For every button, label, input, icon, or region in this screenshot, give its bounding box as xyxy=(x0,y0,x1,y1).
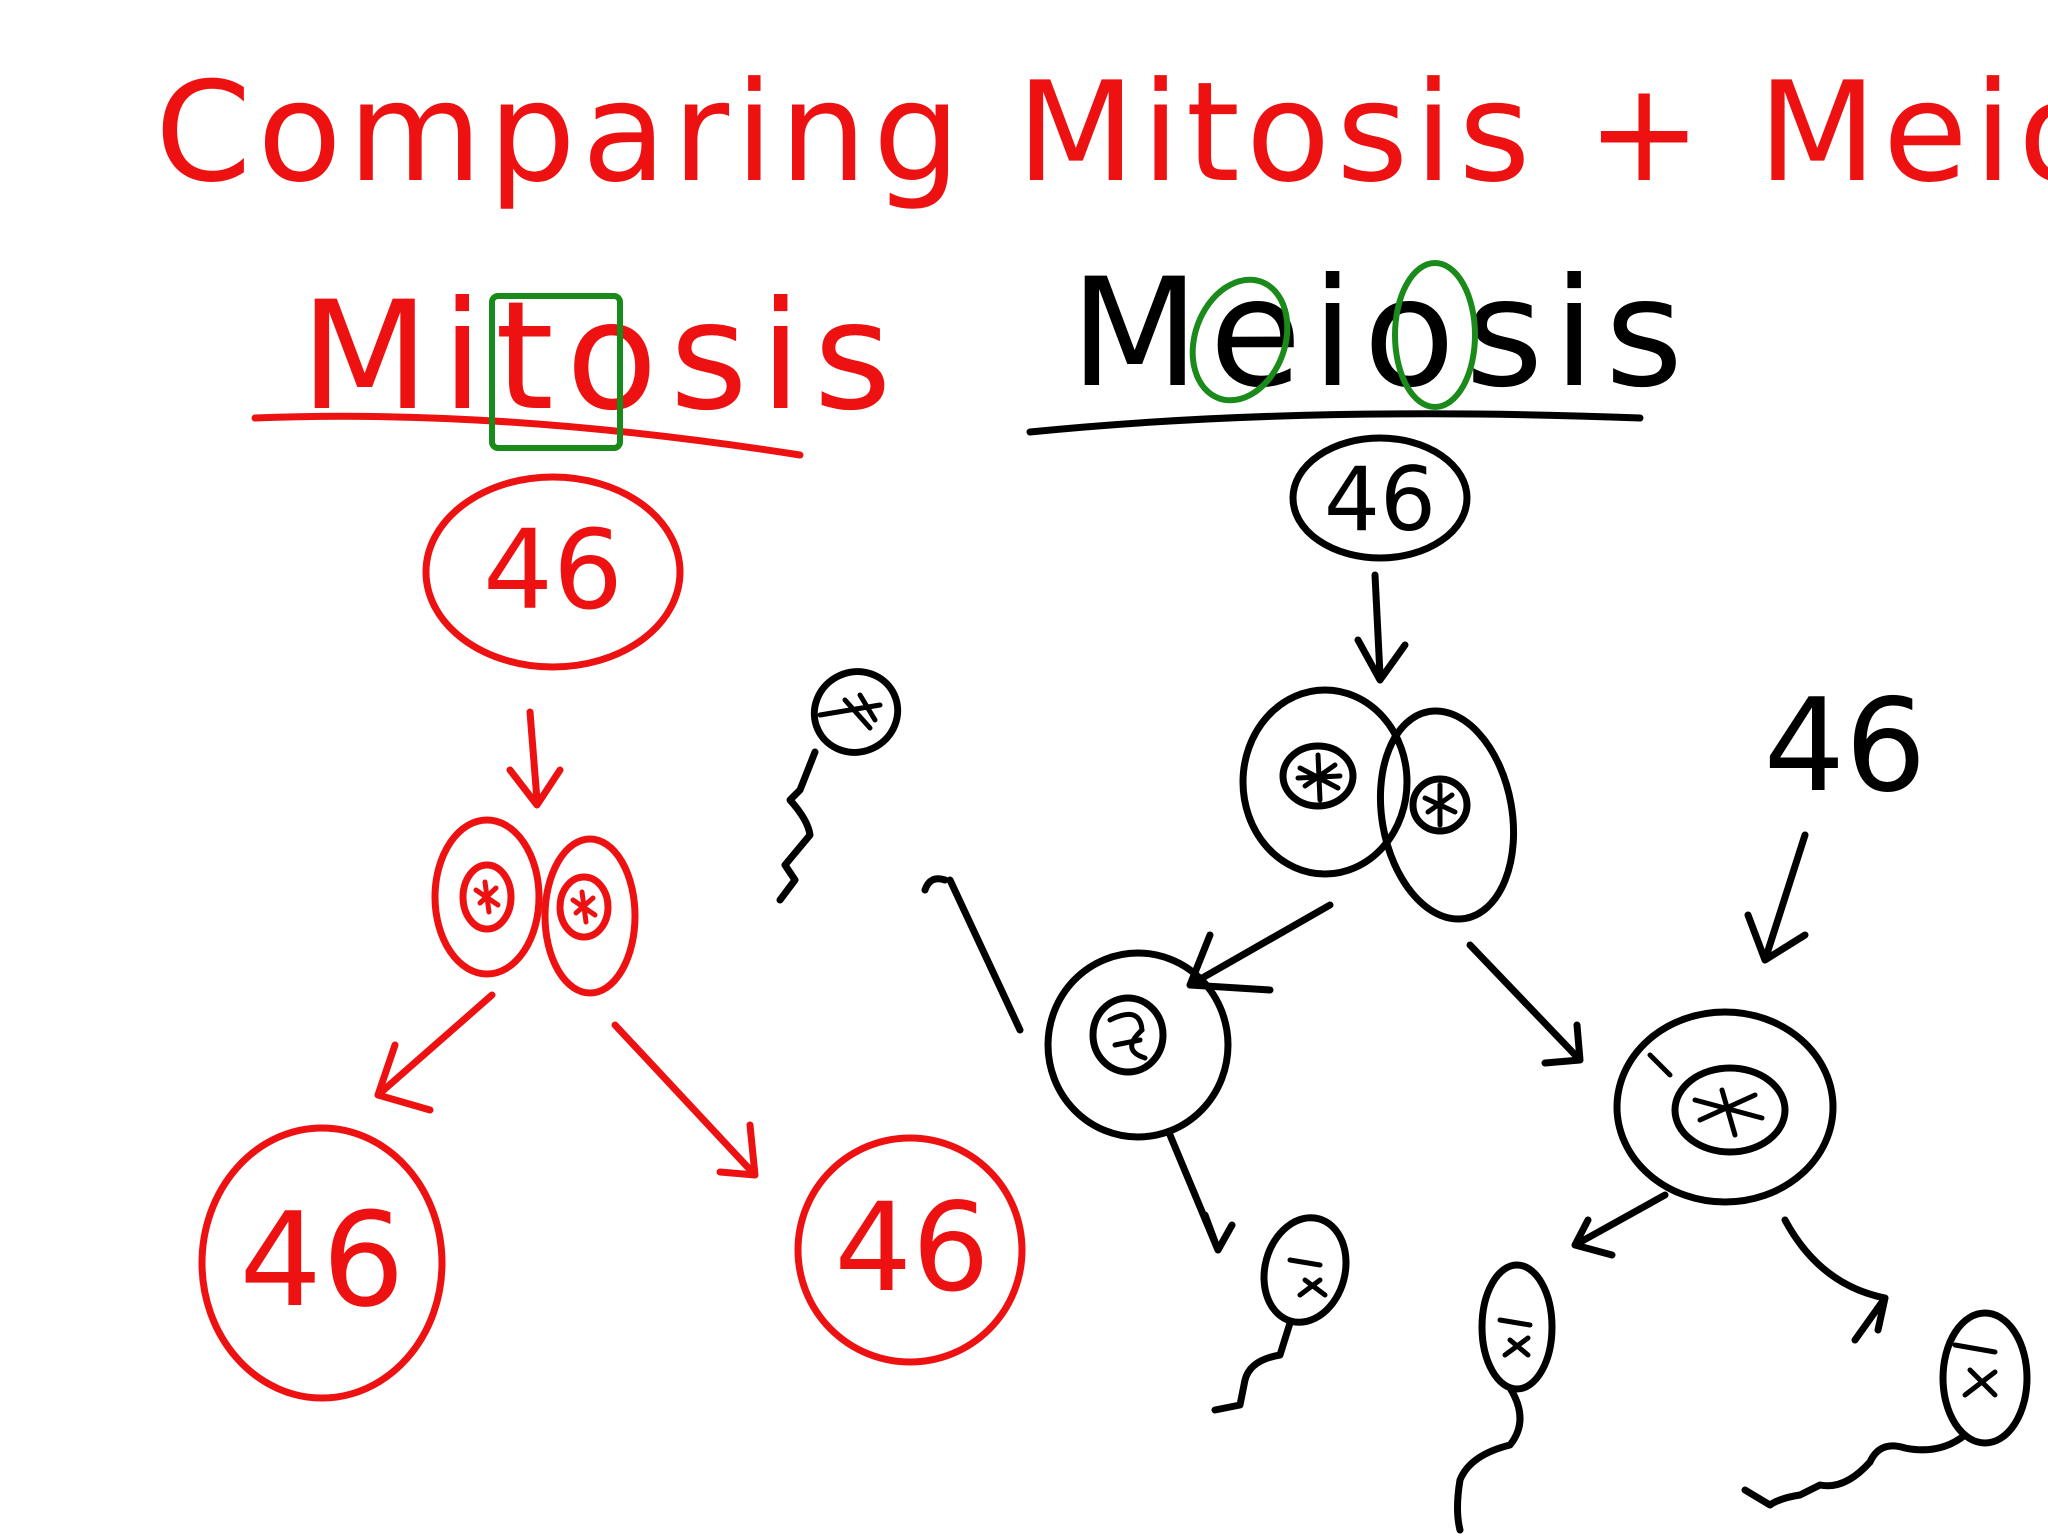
mitosis-dividing-cell-right xyxy=(541,835,639,997)
mitosis-underline xyxy=(251,412,804,459)
meiosis-secondary-nucleus-right xyxy=(1671,1064,1789,1156)
mitosis-parent-number: 46 xyxy=(483,506,623,634)
mitosis-dividing-nucleus-right xyxy=(556,873,612,941)
meiosis-underline xyxy=(1026,410,1644,436)
meiosis-secondary-nucleus-left xyxy=(1089,994,1167,1076)
mitosis-dividing-nucleus-left xyxy=(459,861,515,933)
meiosis-dividing-nucleus-right xyxy=(1409,775,1471,835)
meiosis-chromosome-scribble-secondary-left xyxy=(1107,1011,1148,1061)
meiosis-parent-number: 46 xyxy=(1324,448,1436,551)
meiosis-chromosome-scribble-left xyxy=(1295,752,1343,803)
mitosis-dividing-cell-left xyxy=(431,816,543,978)
mitosis-chromosome-scribble-left xyxy=(473,879,501,915)
meiosis-highlight-s xyxy=(1392,260,1478,410)
mitosis-chromosome-scribble-right xyxy=(570,889,598,925)
meiosis-arrow-right xyxy=(1466,941,1584,1067)
sperm-fertilizing xyxy=(776,668,902,904)
meiosis-chromosome-scribble-secondary-right xyxy=(1647,1052,1765,1138)
meiosis-dividing-nucleus-left xyxy=(1279,742,1357,810)
mitosis-daughter-cell-right xyxy=(794,1134,1026,1366)
mitosis-highlight-box xyxy=(489,293,623,451)
mitosis-down-arrow xyxy=(506,708,564,809)
fertilization-number-arrow xyxy=(1744,831,1809,964)
fertilization-arrow xyxy=(921,875,1024,1034)
sperm-gamete-3 xyxy=(1741,1309,2031,1509)
mitosis-parent-cell xyxy=(422,473,684,671)
mitosis-arrow-left xyxy=(374,991,496,1114)
mitosis-arrow-right xyxy=(611,1021,759,1179)
mitosis-daughter-number-right: 46 xyxy=(834,1177,989,1319)
meiosis-down-arrow xyxy=(1354,571,1409,684)
meiosis-heading: Meiosis xyxy=(1070,247,1693,421)
fertilization-number: 46 xyxy=(1764,672,1927,821)
sperm-gamete-2 xyxy=(1454,1261,1556,1534)
meiosis-secondary-cell-left xyxy=(1044,949,1232,1141)
mitosis-daughter-number-left: 46 xyxy=(239,1184,404,1336)
meiosis-highlight-e xyxy=(1189,276,1291,404)
meiosis-arrow-to-gamete-1 xyxy=(1166,1131,1236,1254)
sperm-gamete-1 xyxy=(1211,1214,1350,1414)
meiosis-arrow-to-gamete-2 xyxy=(1571,1191,1669,1259)
meiosis-arrow-to-gamete-3 xyxy=(1781,1216,1889,1344)
meiosis-dividing-cell-right xyxy=(1376,707,1518,923)
page-title: Comparing Mitosis + Meiosis xyxy=(155,52,2048,213)
meiosis-chromosome-scribble-right xyxy=(1422,782,1458,828)
meiosis-dividing-cell-left xyxy=(1239,686,1411,878)
meiosis-secondary-cell-right xyxy=(1613,1008,1837,1206)
meiosis-arrow-left xyxy=(1186,901,1334,994)
meiosis-parent-cell xyxy=(1289,434,1471,562)
mitosis-daughter-cell-left xyxy=(198,1124,446,1402)
